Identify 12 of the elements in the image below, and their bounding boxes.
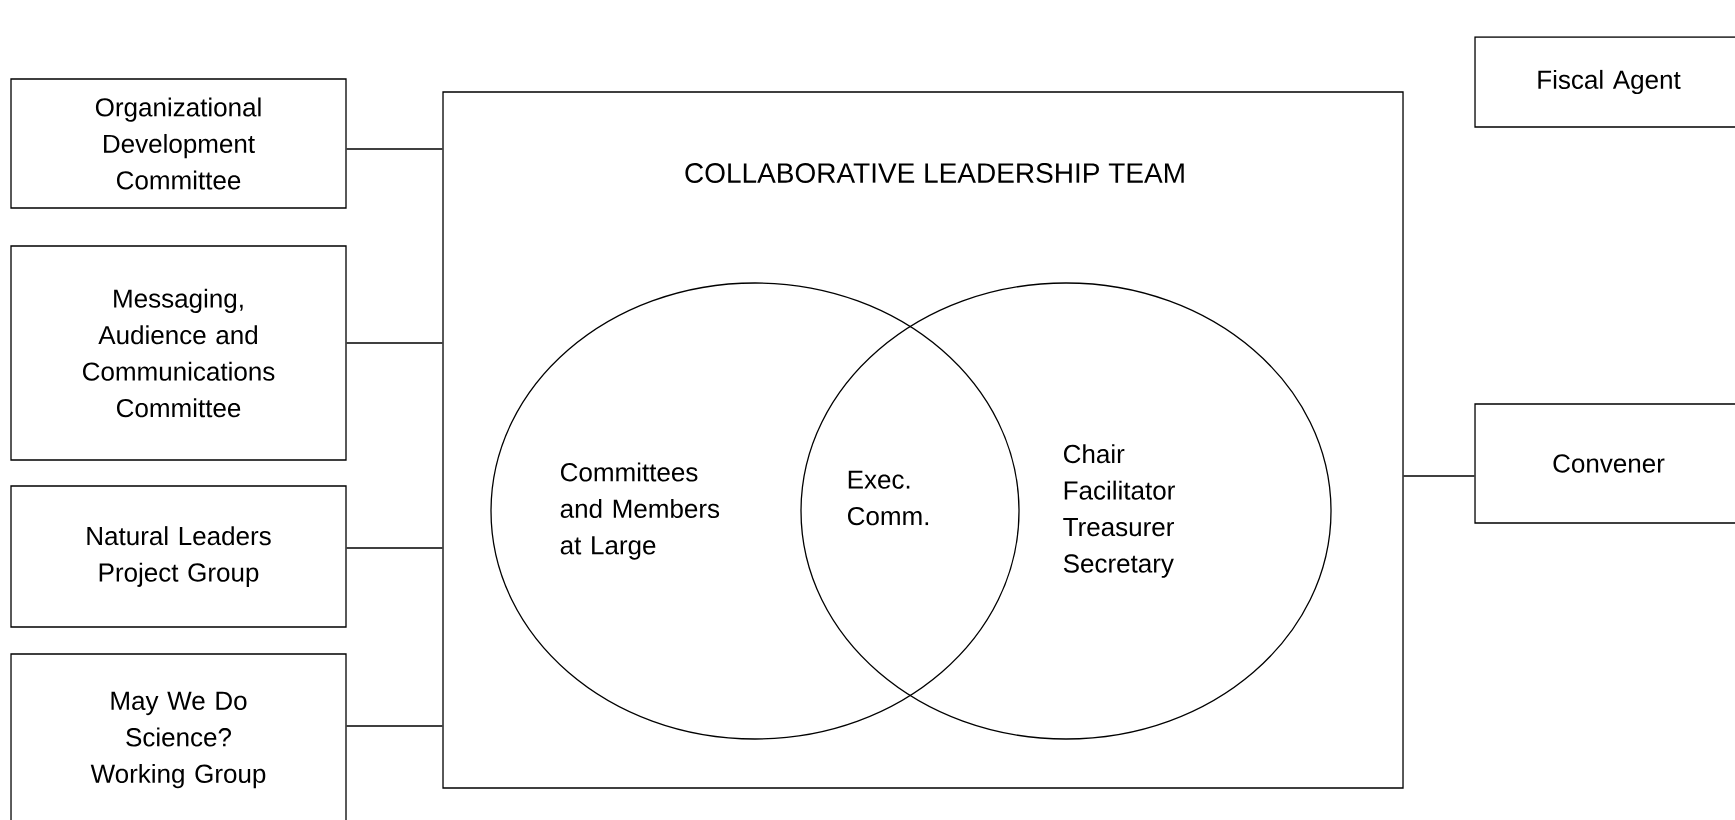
connector-line	[1403, 475, 1475, 477]
committee-box: Organizational Development Committee	[10, 78, 347, 209]
connector-line	[346, 148, 443, 150]
connector-line	[346, 725, 443, 727]
committee-box: May We Do Science? Working Group	[10, 653, 347, 820]
committee-box: Natural Leaders Project Group	[10, 485, 347, 628]
connector-line	[346, 342, 443, 344]
connector-line	[346, 547, 443, 549]
committee-box: Fiscal Agent	[1474, 36, 1735, 128]
committee-box: Convener	[1474, 403, 1735, 524]
overlap-label: Exec. Comm.	[848, 470, 929, 526]
committee-box: Messaging, Audience and Communications Committee	[10, 245, 347, 461]
